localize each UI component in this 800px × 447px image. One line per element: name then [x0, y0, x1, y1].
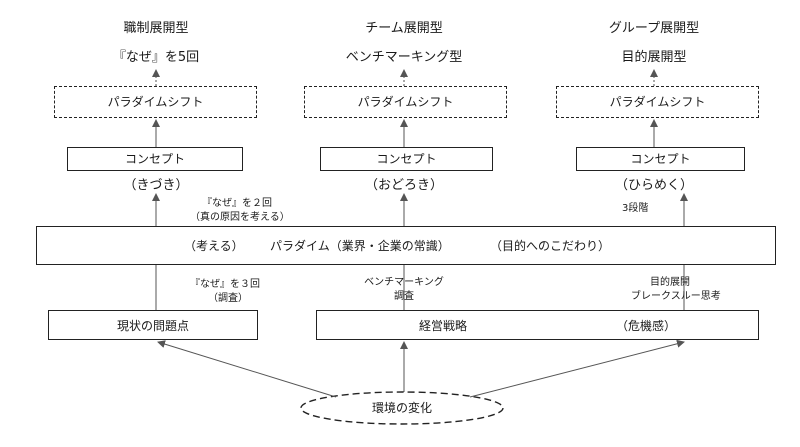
paradigm-bar-main: パラダイム（業界・企業の常識）	[270, 239, 450, 253]
paradigm-shift-label-3: パラダイムシフト	[609, 95, 706, 109]
note-naze-3-line1: 『なぜ』を３回	[190, 279, 260, 290]
paradigm-shift-box-3: パラダイムシフト	[556, 86, 759, 118]
type-title-1: 職制展開型	[123, 21, 189, 36]
type-subtitle-3: 目的展開型	[621, 50, 687, 65]
type-subtitle-1: 『なぜ』を5回	[112, 50, 200, 65]
crisis-label: （危機感）	[616, 319, 677, 333]
note-benchmarking: ベンチマーキング	[364, 277, 444, 288]
note-naze-2-line2: （真の原因を考える）	[190, 212, 290, 223]
paradigm-shift-label-1: パラダイムシフト	[107, 95, 204, 109]
note-naze-3-line2: （調査）	[208, 293, 248, 304]
strategy-label: 経営戦略	[419, 319, 468, 333]
paradigm-shift-label-2: パラダイムシフト	[357, 95, 454, 109]
concept-label-1: コンセプト	[124, 152, 186, 166]
paradigm-bar-purpose: （目的へのこだわり）	[490, 239, 611, 253]
concept-label-3: コンセプト	[630, 152, 691, 166]
paradigm-shift-box-2: パラダイムシフト	[304, 86, 507, 118]
arrow-env-to-problems	[157, 340, 337, 398]
feeling-hirameku: （ひらめく）	[614, 178, 694, 193]
concept-box-2: コンセプト	[320, 147, 493, 171]
paradigm-bar: （考える） パラダイム（業界・企業の常識） （目的へのこだわり）	[36, 226, 776, 265]
type-subtitle-2: ベンチマーキング型	[345, 50, 463, 65]
strategy-box: 経営戦略 （危機感）	[316, 310, 759, 340]
concept-label-2: コンセプト	[376, 152, 437, 166]
current-problems-box: 現状の問題点	[48, 310, 258, 340]
arrow-env-to-crisis	[469, 339, 685, 398]
environment-label: 環境の変化	[371, 401, 433, 415]
current-problems-label: 現状の問題点	[116, 319, 190, 333]
note-naze-2-line1: 『なぜ』を２回	[202, 198, 272, 209]
note-3-steps: 3段階	[622, 203, 649, 214]
type-title-2: チーム展開型	[365, 21, 443, 36]
type-title-3: グループ展開型	[608, 21, 700, 36]
feeling-odoroki: （おどろき）	[364, 178, 444, 193]
note-survey: 調査	[394, 291, 414, 302]
paradigm-shift-box-1: パラダイムシフト	[54, 86, 257, 118]
environment-ellipse	[300, 391, 504, 425]
paradigm-bar-think: （考える）	[184, 239, 244, 253]
note-purpose-expansion: 目的展開	[650, 277, 690, 288]
concept-box-3: コンセプト	[576, 147, 745, 171]
feeling-kizuki: （きづき）	[123, 178, 189, 193]
concept-box-1: コンセプト	[67, 147, 243, 171]
note-breakthrough: ブレークスルー思考	[631, 291, 721, 302]
